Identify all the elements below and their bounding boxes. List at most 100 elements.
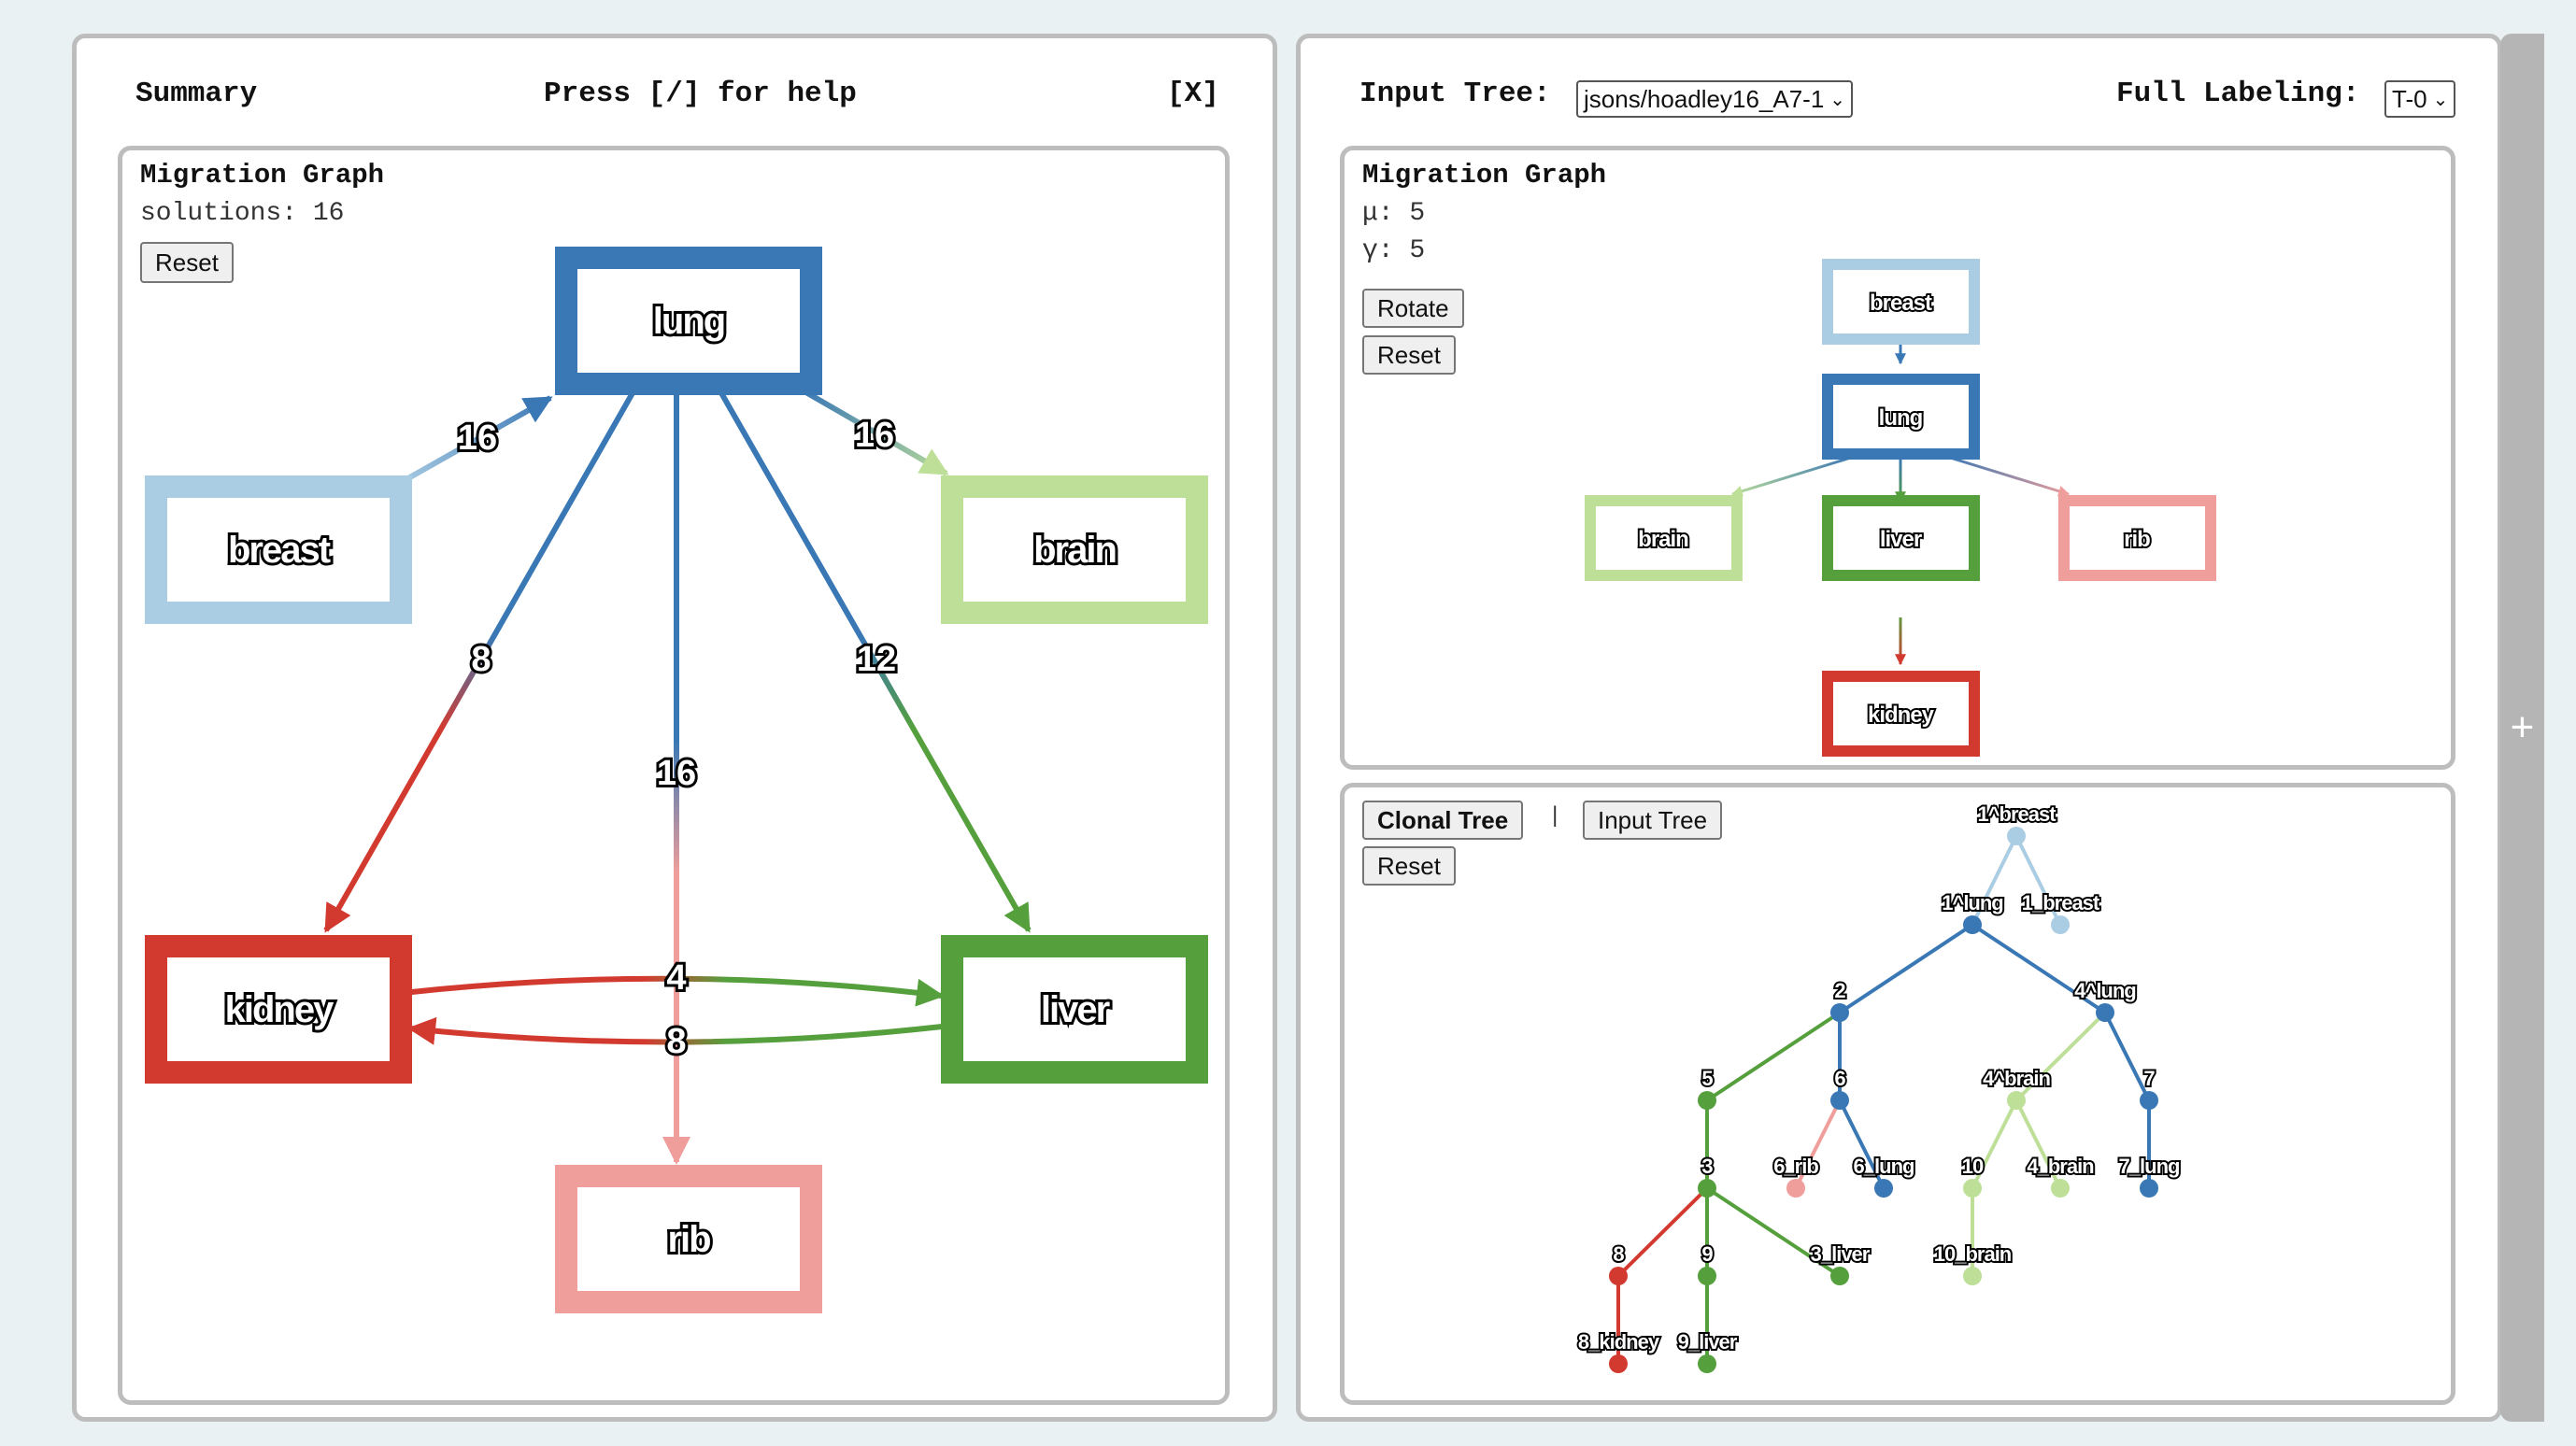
reset-button[interactable]: Reset [1362, 335, 1456, 375]
node-liver-label: liver [1880, 527, 1922, 552]
expand-side-panel-button[interactable]: + [2500, 34, 2544, 1422]
node-breast[interactable] [1822, 259, 1980, 345]
tab-input-tree[interactable]: Input Tree [1583, 801, 1723, 840]
edge-kidney-liver [402, 975, 945, 1007]
tree-node[interactable] [2051, 915, 2070, 934]
tree-edge [2103, 1012, 2151, 1101]
node-lung[interactable] [1822, 374, 1980, 460]
tree-node[interactable] [1963, 915, 1982, 934]
solutions-count: solutions: 16 [140, 199, 345, 228]
tree-node[interactable] [1698, 1091, 1716, 1110]
tree-edge [2014, 1011, 2107, 1102]
tree-node-label: 7_lung [2119, 1155, 2180, 1178]
tree-node-label: 3 [1701, 1155, 1713, 1178]
clonal-tree-view: Clonal Tree | Input Tree Reset [1340, 783, 2455, 1405]
chevron-down-icon: ⌄ [2432, 89, 2449, 110]
tree-node[interactable] [1786, 1179, 1805, 1198]
edge-lung-kidney [323, 390, 636, 933]
tree-node[interactable] [2007, 827, 2026, 845]
full-labeling-label: Full Labeling: [2116, 78, 2360, 110]
tree-node-label: 4^lung [2074, 979, 2136, 1002]
tree-edge [1838, 1099, 1886, 1189]
node-rib-label: rib [2124, 527, 2150, 552]
labeling-graph-canvas: breast lung brain liver rib kidney [1585, 259, 2216, 757]
tree-node[interactable] [2007, 1091, 2026, 1110]
node-rib[interactable] [555, 1165, 822, 1313]
edge-label-kidney-liver: 4 [666, 958, 686, 998]
tab-clonal-tree[interactable]: Clonal Tree [1362, 801, 1524, 840]
edge-lung-brain [1730, 455, 1855, 497]
node-lung-label: lung [1879, 405, 1923, 431]
node-kidney-label: kidney [1868, 702, 1935, 728]
tree-node[interactable] [1698, 1179, 1716, 1198]
reset-button[interactable]: Reset [1362, 846, 1456, 886]
full-labeling-select[interactable]: T-0⌄ [2384, 80, 2456, 118]
tree-node[interactable] [1609, 1354, 1628, 1373]
tree-node[interactable] [1830, 1267, 1849, 1285]
summary-graph-canvas: lung breast brain kidney liver rib 16 16… [145, 247, 1208, 1313]
tree-node[interactable] [2140, 1179, 2158, 1198]
tree-node[interactable] [1698, 1354, 1716, 1373]
tree-node-label: 9_liver [1678, 1330, 1738, 1354]
tree-node[interactable] [1698, 1267, 1716, 1285]
tree-node-label: 10_brain [1934, 1242, 2012, 1266]
tree-node[interactable] [1874, 1179, 1893, 1198]
summary-migration-graph: Migration Graph solutions: 16 Reset [118, 146, 1230, 1405]
tree-node-label: 8 [1613, 1242, 1624, 1266]
tree-edge [2014, 835, 2062, 926]
tree-edge [2014, 1099, 2062, 1189]
tree-node-label: 1^breast [1977, 802, 2057, 826]
rotate-button[interactable]: Rotate [1362, 289, 1464, 328]
tree-edge [1971, 835, 2018, 926]
tree-node[interactable] [2051, 1179, 2070, 1198]
tree-node[interactable] [2140, 1091, 2158, 1110]
node-brain[interactable] [1585, 495, 1743, 581]
node-liver-label: liver [1041, 989, 1110, 1030]
node-breast-label: breast [228, 530, 331, 571]
tree-node[interactable] [1963, 1267, 1982, 1285]
tree-node-label: 6_rib [1773, 1155, 1818, 1178]
node-breast[interactable] [145, 475, 412, 624]
tree-node-label: 4^brain [1983, 1067, 2050, 1090]
tree-node[interactable] [1609, 1267, 1628, 1285]
tree-node[interactable] [1830, 1091, 1849, 1110]
chevron-down-icon: ⌄ [1829, 89, 1846, 110]
edge-breast-lung [391, 395, 553, 489]
gamma-value: γ: 5 [1362, 236, 1426, 265]
node-liver[interactable] [941, 935, 1208, 1084]
summary-title: Summary [135, 78, 258, 110]
node-liver[interactable] [1822, 495, 1980, 581]
edge-lung-liver [718, 390, 1032, 933]
migration-graph-title: Migration Graph [1362, 160, 1607, 191]
summary-panel: Summary Press [/] for help [X] Migration… [72, 34, 1277, 1422]
tree-edge [1794, 1099, 1842, 1189]
node-brain-label: brain [1033, 530, 1116, 571]
migration-graph-title: Migration Graph [140, 160, 385, 191]
tree-node-label: 7 [2143, 1067, 2155, 1090]
input-tree-select[interactable]: jsons/hoadley16_A7-1⌄ [1576, 80, 1854, 118]
tree-node[interactable] [1963, 1179, 1982, 1198]
edge-label-liver-kidney: 8 [666, 1022, 686, 1061]
node-brain[interactable] [941, 475, 1208, 624]
tree-node-label: 2 [1834, 979, 1845, 1002]
node-kidney[interactable] [1822, 671, 1980, 757]
tree-node-label: 6 [1834, 1067, 1845, 1090]
close-button[interactable]: [X] [1167, 78, 1219, 110]
tree-node-label: 9 [1701, 1242, 1713, 1266]
node-kidney-label: kidney [225, 989, 334, 1030]
input-tree-value: jsons/hoadley16_A7-1 [1584, 84, 1825, 113]
node-lung[interactable] [555, 247, 822, 395]
tree-node-label: 8_kidney [1578, 1330, 1660, 1354]
edge-label-lung-liver: 12 [857, 640, 896, 679]
reset-button[interactable]: Reset [140, 242, 234, 283]
tree-node[interactable] [1830, 1003, 1849, 1022]
tab-separator: | [1548, 804, 1562, 829]
tree-edge [1705, 1011, 1842, 1102]
tree-node[interactable] [2096, 1003, 2114, 1022]
node-kidney[interactable] [145, 935, 412, 1084]
edge-label-lung-brain: 16 [855, 416, 894, 455]
edge-label-lung-rib: 16 [657, 754, 696, 793]
node-rib-label: rib [667, 1219, 710, 1260]
node-rib[interactable] [2058, 495, 2216, 581]
tree-edge [1705, 1186, 1842, 1278]
